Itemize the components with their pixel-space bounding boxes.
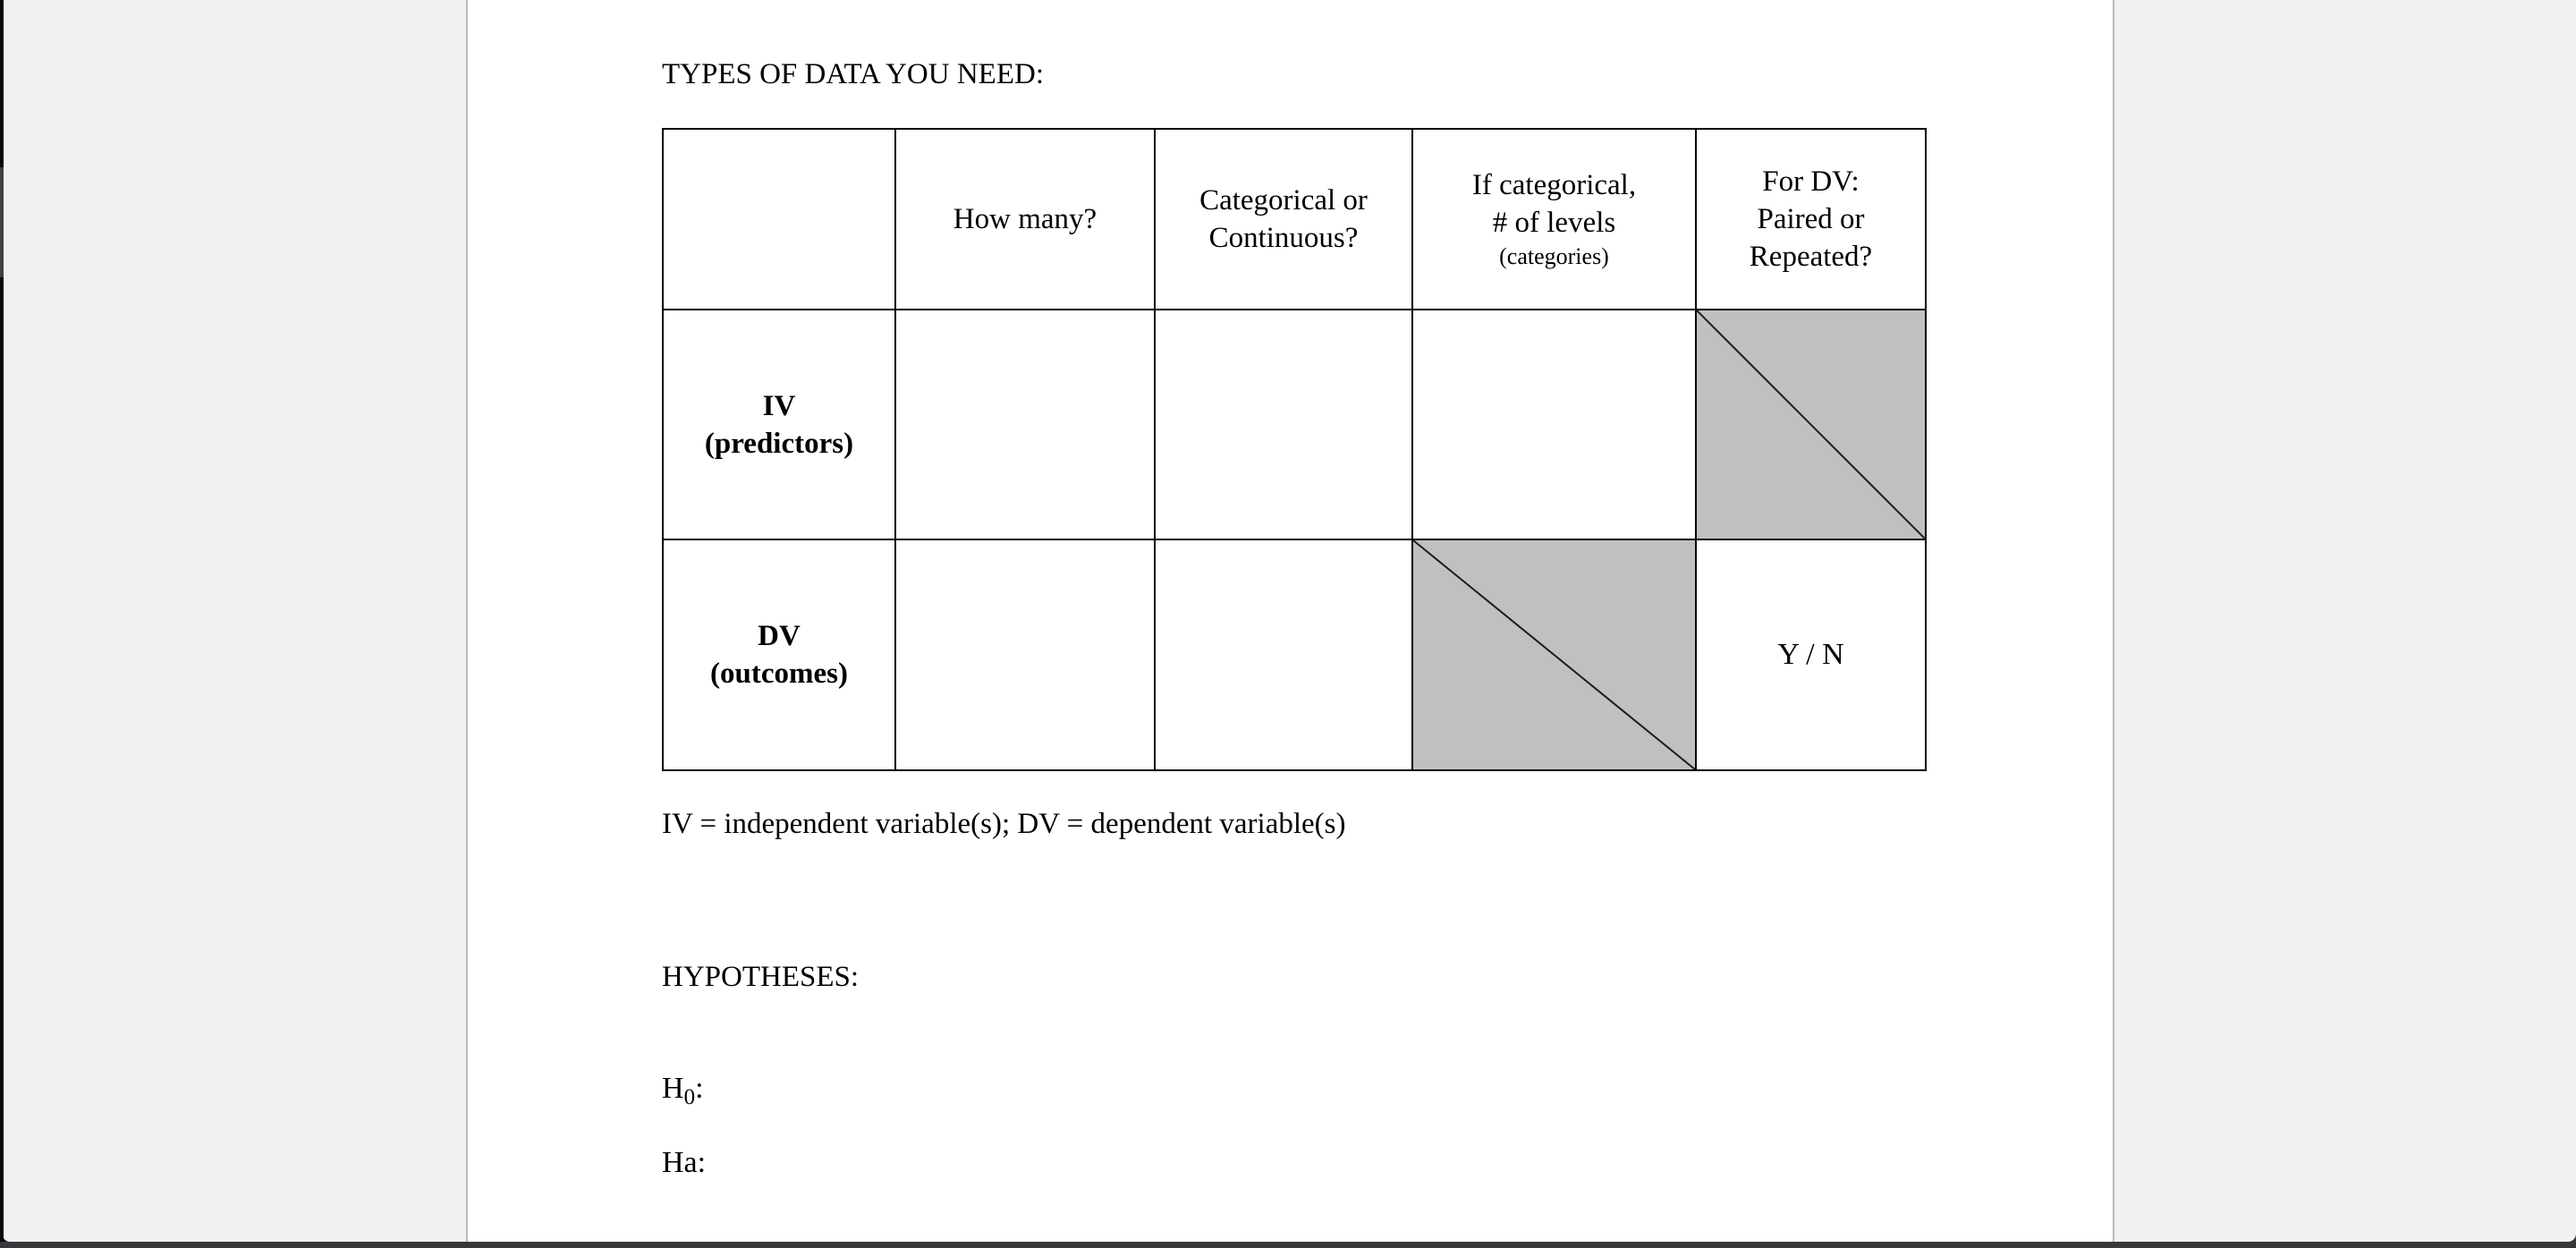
h0-colon: : bbox=[695, 1072, 704, 1105]
row-header-line: (predictors) bbox=[704, 427, 854, 460]
row-header-line: (outcomes) bbox=[710, 658, 848, 690]
data-needs-table: How many? Categorical or Continuous? If … bbox=[662, 128, 1927, 771]
col-header-line: If categorical, bbox=[1471, 169, 1637, 201]
col-header-line: # of levels bbox=[1492, 207, 1616, 239]
document-page: TYPES OF DATA YOU NEED: How many? Catego… bbox=[468, 0, 2113, 1242]
col-header-paired-repeated: For DV: Paired or Repeated? bbox=[1697, 130, 1925, 310]
col-header-line: How many? bbox=[953, 203, 1097, 235]
scrollbar-thumb[interactable] bbox=[0, 167, 4, 277]
col-header-categorical-continuous: Categorical or Continuous? bbox=[1156, 130, 1413, 310]
col-header-note: (categories) bbox=[1499, 243, 1609, 269]
col-header-line: Repeated? bbox=[1749, 241, 1873, 273]
alternative-hypothesis-label: Ha: bbox=[662, 1146, 707, 1179]
bottom-bar bbox=[0, 1242, 2576, 1248]
dv-how-many-cell bbox=[896, 540, 1156, 769]
hypotheses-heading: HYPOTHESES: bbox=[662, 961, 860, 993]
iv-how-many-cell bbox=[896, 310, 1156, 540]
h0-base: H bbox=[662, 1072, 684, 1105]
row-header-line: IV bbox=[762, 389, 796, 422]
iv-categorical-continuous-cell bbox=[1156, 310, 1413, 540]
col-header-line: Categorical or bbox=[1199, 184, 1368, 216]
diagonal-line-icon bbox=[1413, 540, 1695, 769]
corner-header-cell bbox=[664, 130, 896, 310]
col-header-levels: If categorical, # of levels (categories) bbox=[1413, 130, 1697, 310]
col-header-line: Paired or bbox=[1757, 203, 1865, 235]
yn-value: Y / N bbox=[1777, 638, 1844, 671]
abbreviation-footnote: IV = independent variable(s); DV = depen… bbox=[662, 808, 1346, 840]
h0-subscript: 0 bbox=[683, 1085, 696, 1109]
col-header-how-many: How many? bbox=[896, 130, 1156, 310]
document-title: TYPES OF DATA YOU NEED: bbox=[662, 58, 1044, 90]
iv-paired-crossed-cell bbox=[1697, 310, 1925, 540]
window-left-edge bbox=[0, 0, 4, 1242]
col-header-line: For DV: bbox=[1762, 166, 1860, 198]
col-header-line: Continuous? bbox=[1208, 222, 1359, 254]
row-header-dv: DV (outcomes) bbox=[664, 540, 896, 769]
row-header-iv: IV (predictors) bbox=[664, 310, 896, 540]
iv-levels-cell bbox=[1413, 310, 1697, 540]
null-hypothesis-label: H0: bbox=[662, 1070, 704, 1108]
diagonal-line-icon bbox=[1697, 310, 1925, 539]
viewer-left-margin bbox=[3, 0, 468, 1242]
dv-categorical-continuous-cell bbox=[1156, 540, 1413, 769]
dv-paired-yn-cell: Y / N bbox=[1697, 540, 1925, 769]
viewer-right-margin bbox=[2113, 0, 2576, 1242]
dv-levels-crossed-cell bbox=[1413, 540, 1697, 769]
row-header-line: DV bbox=[758, 620, 801, 652]
